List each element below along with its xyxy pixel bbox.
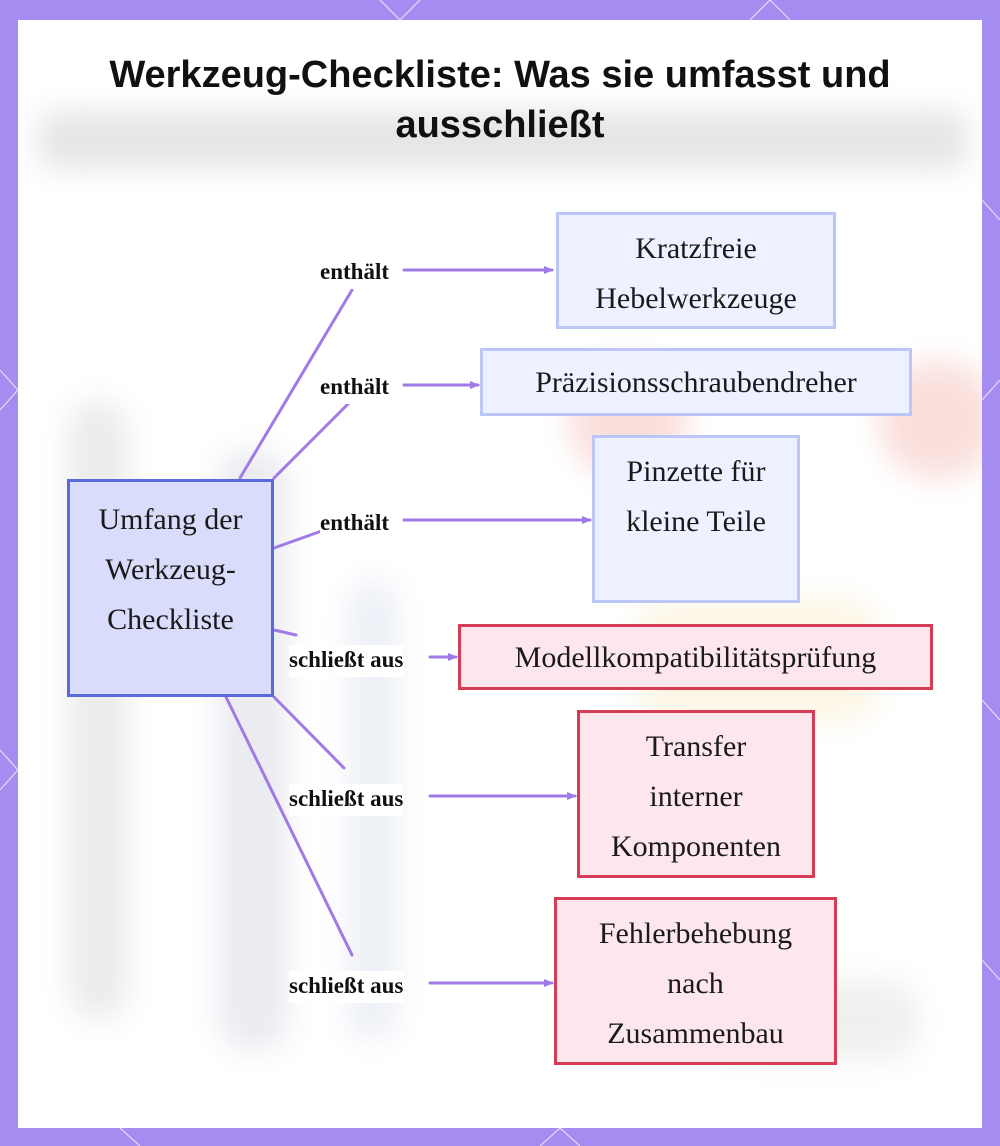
include-node-line: Kratzfreie	[635, 232, 757, 265]
edge-label-includes: enthält	[320, 257, 389, 289]
exclude-node-line: Komponenten	[611, 830, 781, 863]
include-node-line: Pinzette für	[626, 455, 766, 488]
exclude-node-line: Modellkompatibilitätsprüfung	[514, 641, 877, 674]
edge-label-excludes: schließt aus	[289, 784, 404, 816]
exclude-node-internal-component-transfer: Transfer interner Komponenten	[577, 710, 815, 878]
include-node-tweezers: Pinzette für kleine Teile	[592, 435, 800, 603]
root-node-line: Umfang der	[98, 503, 243, 536]
include-node-line: kleine Teile	[626, 505, 766, 538]
edge-label-excludes: schließt aus	[289, 645, 404, 677]
exclude-node-line: Transfer	[645, 730, 747, 763]
exclude-node-line: Zusammenbau	[607, 1017, 784, 1050]
include-node-scratch-free-pry-tools: Kratzfreie Hebelwerkzeuge	[556, 212, 836, 329]
edge-label-excludes: schließt aus	[289, 971, 404, 1003]
exclude-node-line: interner	[649, 780, 743, 813]
exclude-node-model-compatibility-check: Modellkompatibilitätsprüfung	[458, 624, 933, 690]
include-node-precision-screwdrivers: Präzisionsschraubendreher	[480, 348, 912, 416]
exclude-node-post-assembly-troubleshooting: Fehlerbehebung nach Zusammenbau	[554, 897, 837, 1065]
edge-label-includes: enthält	[320, 508, 389, 540]
include-node-line: Präzisionsschraubendreher	[535, 366, 857, 399]
edge-label-includes: enthält	[320, 372, 389, 404]
include-node-line: Hebelwerkzeuge	[595, 282, 797, 315]
root-node-line: Checkliste	[107, 603, 234, 636]
exclude-node-line: nach	[667, 967, 724, 1000]
root-node: Umfang der Werkzeug- Checkliste	[67, 479, 274, 697]
exclude-node-line: Fehlerbehebung	[598, 917, 793, 950]
root-node-line: Werkzeug-	[105, 553, 236, 586]
diagram-title: Werkzeug-Checkliste: Was sie umfasst und…	[109, 54, 891, 146]
